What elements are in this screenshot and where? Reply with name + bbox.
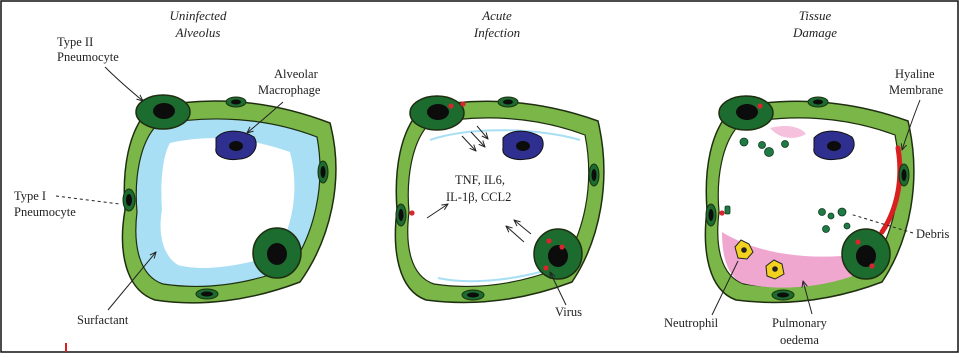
- virus-particle: [855, 239, 860, 244]
- label-macrophage-line2: Macrophage: [258, 83, 321, 97]
- label-macrophage-line1: Alveolar: [274, 67, 319, 81]
- virus-particle: [869, 263, 874, 268]
- panel-1-title-line2: Alveolus: [175, 25, 221, 40]
- virus-particle: [757, 103, 762, 108]
- panel-2-title-line2: Infection: [473, 25, 520, 40]
- nucleus: [548, 245, 568, 267]
- label-cytokines-line1: TNF, IL6,: [455, 173, 505, 187]
- label-type1-line1: Type I: [14, 189, 46, 203]
- nucleus: [516, 141, 530, 151]
- nucleus: [267, 243, 287, 265]
- label-type1-line2: Pneumocyte: [14, 205, 76, 219]
- panel-2-title-line1: Acute: [481, 8, 512, 23]
- label-neutrophil: Neutrophil: [664, 316, 719, 330]
- neutrophil-nucleus: [772, 266, 778, 272]
- label-virus: Virus: [555, 305, 582, 319]
- label-oedema-line2: oedema: [780, 333, 819, 347]
- nucleus: [321, 166, 326, 178]
- panel-3-title-line1: Tissue: [799, 8, 832, 23]
- nucleus: [201, 292, 213, 297]
- nucleus: [427, 104, 449, 120]
- virus-particle: [546, 238, 551, 243]
- label-type2-line2: Pneumocyte: [57, 50, 119, 64]
- virus-particle: [460, 101, 465, 106]
- label-debris: Debris: [916, 227, 949, 241]
- label-hyaline-line2: Membrane: [889, 83, 944, 97]
- nucleus: [902, 169, 907, 181]
- label-surfactant: Surfactant: [77, 313, 129, 327]
- nucleus: [709, 209, 714, 221]
- label-cytokines-line2: IL-1β, CCL2: [446, 190, 511, 204]
- nucleus: [231, 100, 241, 105]
- virus-particle: [559, 244, 564, 249]
- nucleus: [736, 104, 758, 120]
- nucleus: [467, 293, 479, 298]
- nucleus: [592, 169, 597, 181]
- nucleus: [503, 100, 513, 105]
- nucleus: [827, 141, 841, 151]
- panel-1-title-line1: Uninfected: [169, 8, 227, 23]
- label-hyaline-line1: Hyaline: [895, 67, 935, 81]
- panel-3-title-line2: Damage: [792, 25, 837, 40]
- virus-particle: [448, 103, 453, 108]
- label-oedema-line1: Pulmonary: [772, 316, 828, 330]
- nucleus: [813, 100, 823, 105]
- nucleus: [229, 141, 243, 151]
- virus-particle: [543, 265, 548, 270]
- nucleus: [777, 293, 789, 298]
- nucleus: [126, 194, 132, 206]
- virus-particle: [719, 210, 724, 215]
- nucleus: [399, 209, 404, 221]
- label-type2-line1: Type II: [57, 35, 93, 49]
- nucleus: [153, 103, 175, 119]
- neutrophil-nucleus: [741, 247, 747, 253]
- virus-particle: [409, 210, 414, 215]
